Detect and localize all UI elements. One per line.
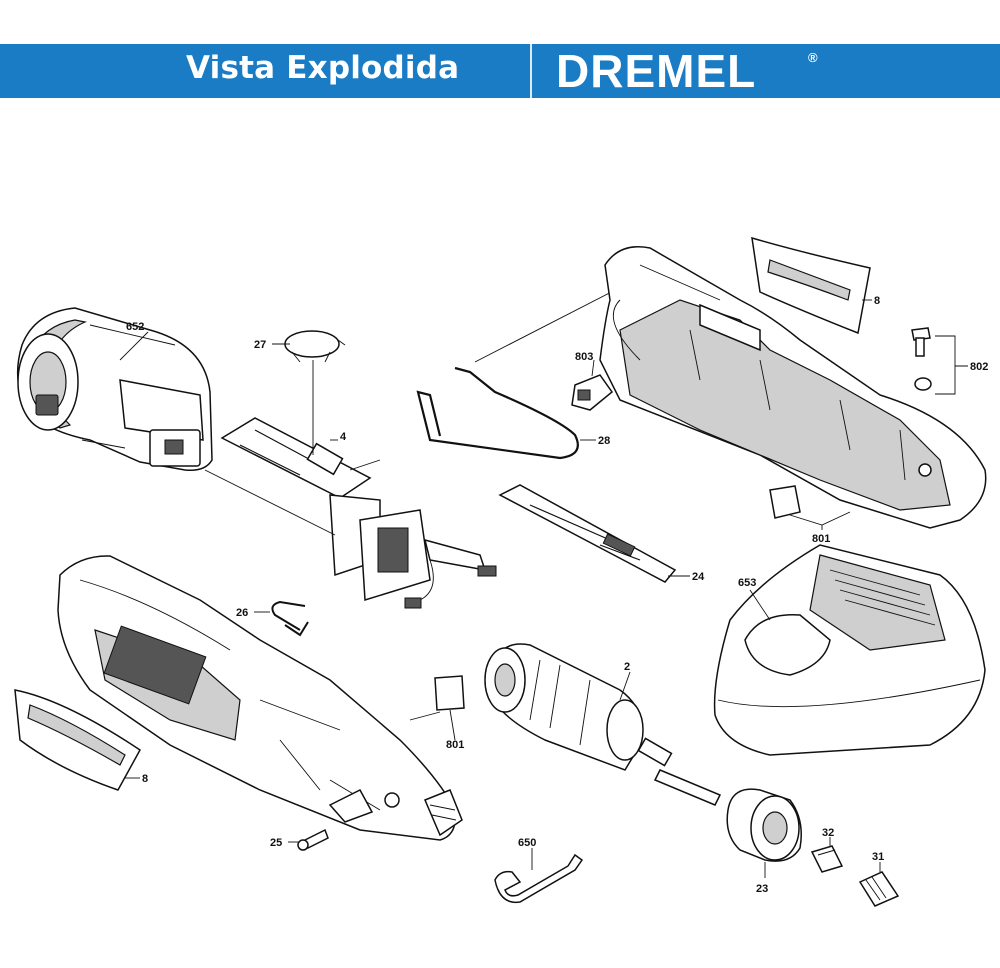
label-803: 803 xyxy=(575,351,593,363)
charger-653 xyxy=(713,544,986,756)
registered-mark: ® xyxy=(808,50,818,65)
label-650: 650 xyxy=(518,837,536,849)
label-801-left: 801 xyxy=(446,739,464,751)
battery-pack-652 xyxy=(16,307,213,472)
label-8-top: 8 xyxy=(874,295,880,307)
label-25: 25 xyxy=(270,837,282,849)
collet-32 xyxy=(810,845,844,873)
label-8-left: 8 xyxy=(142,773,148,785)
label-2: 2 xyxy=(624,661,630,673)
wrench-650 xyxy=(494,853,584,904)
switch-cap-27 xyxy=(284,330,346,363)
rubber-pad-801-right xyxy=(769,485,801,519)
slide-bar-24 xyxy=(498,484,677,583)
grip-cover-8-top xyxy=(751,236,871,335)
brand-logo: DREMEL ® xyxy=(556,44,818,98)
header-banner xyxy=(0,44,1000,98)
motor-2 xyxy=(484,643,722,806)
screw-802 xyxy=(911,327,932,391)
label-652: 652 xyxy=(126,321,144,333)
brand-name: DREMEL xyxy=(556,45,757,97)
label-23: 23 xyxy=(756,883,768,895)
label-4: 4 xyxy=(340,431,347,443)
slider-button-803 xyxy=(571,374,614,411)
label-802: 802 xyxy=(970,361,988,373)
page-title: Vista Explodida xyxy=(186,50,460,86)
banner-divider xyxy=(530,44,532,98)
collar-23 xyxy=(726,788,802,862)
label-24: 24 xyxy=(692,571,705,583)
label-31: 31 xyxy=(872,851,884,863)
label-27: 27 xyxy=(254,339,266,351)
electronics-board-4 xyxy=(220,417,497,609)
wire-clip-28 xyxy=(416,366,579,460)
clip-26 xyxy=(271,600,309,637)
housing-half-right xyxy=(599,246,987,529)
collet-nut-31 xyxy=(858,871,900,907)
label-28: 28 xyxy=(598,435,610,447)
label-653: 653 xyxy=(738,577,756,589)
label-26: 26 xyxy=(236,607,248,619)
grip-cover-8-left xyxy=(14,689,141,791)
label-801-right: 801 xyxy=(812,533,830,545)
housing-half-left xyxy=(57,555,463,841)
label-32: 32 xyxy=(822,827,834,839)
rubber-pad-801-left xyxy=(434,675,465,711)
screw-25 xyxy=(297,828,329,851)
